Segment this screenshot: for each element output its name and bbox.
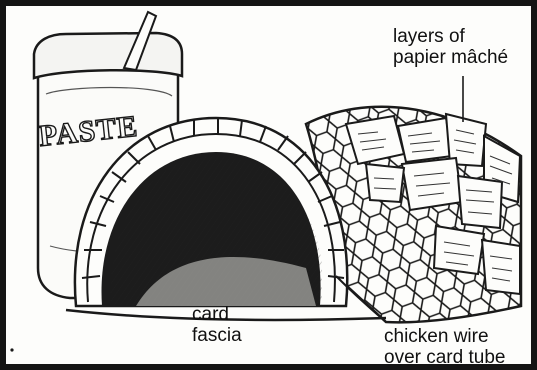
papier-mache-label: layers of papier mâché xyxy=(393,26,508,68)
illustration-panel: PASTE xyxy=(6,6,531,364)
stray-dot xyxy=(10,348,13,351)
card-fascia-label: card fascia xyxy=(192,304,242,346)
chicken-wire-label: chicken wire over card tube xyxy=(384,326,505,364)
